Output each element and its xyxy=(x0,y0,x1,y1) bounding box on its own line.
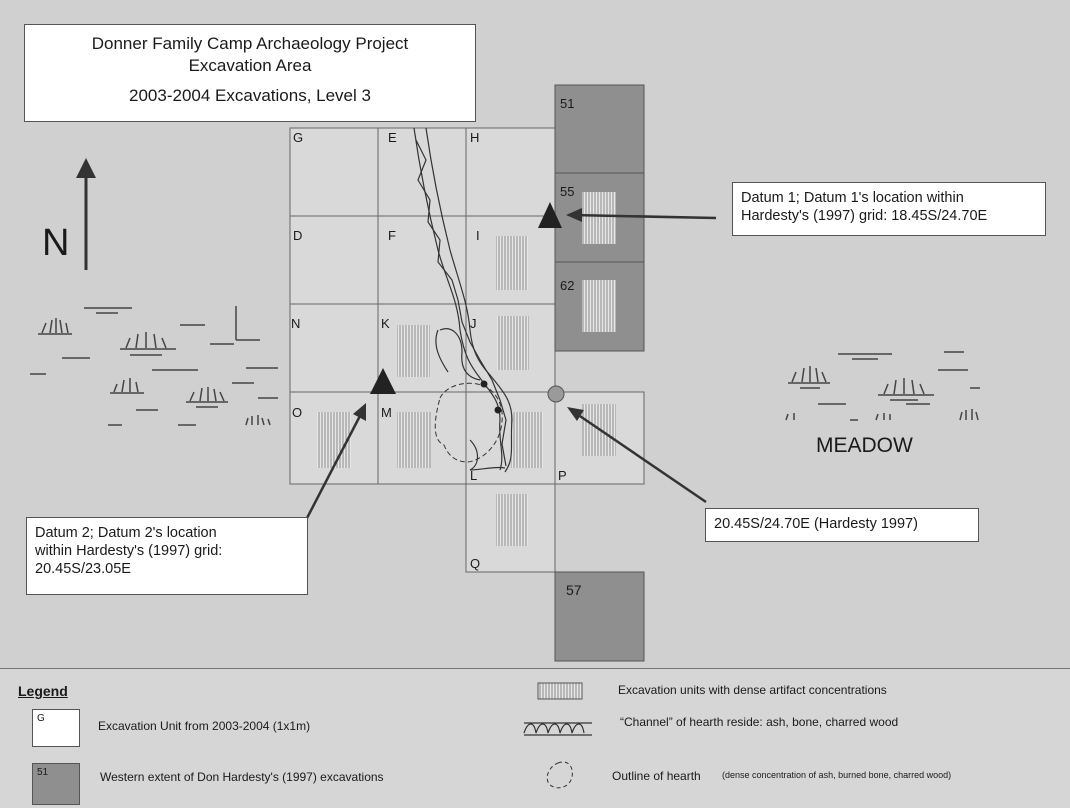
unit-label-h: H xyxy=(470,130,480,145)
unit-label-62: 62 xyxy=(560,278,575,293)
hardesty-units xyxy=(554,84,645,662)
reference-point-text: 20.45S/24.70E (Hardesty 1997) xyxy=(714,516,918,532)
unit-label-g: G xyxy=(293,130,304,145)
unit-label-o: O xyxy=(292,405,303,420)
legend-hearth-icon xyxy=(546,761,573,789)
title-line-2: Excavation Area xyxy=(188,56,312,75)
legend-channel-icon xyxy=(523,722,592,736)
unit-label-d: D xyxy=(293,228,303,243)
title-line-1: Donner Family Camp Archaeology Project xyxy=(91,34,409,53)
unit-label-55: 55 xyxy=(560,184,575,199)
legend-unit-2003-text: Excavation Unit from 2003-2004 (1x1m) xyxy=(98,719,311,733)
grass-tufts-east xyxy=(785,351,980,421)
unit-label-l: L xyxy=(470,468,478,483)
unit-label-j: J xyxy=(470,316,477,331)
legend-unit-1997-swatch: 51 xyxy=(32,763,80,805)
legend-unit-1997-text: Western extent of Don Hardesty's (1997) … xyxy=(100,770,384,784)
north-label: N xyxy=(42,222,70,264)
datum-1-line-2: Hardesty's (1997) grid: 18.45S/24.70E xyxy=(741,208,988,224)
unit-label-f: F xyxy=(388,228,396,243)
reference-point-marker xyxy=(547,385,565,403)
unit-label-k: K xyxy=(381,316,390,331)
datum-1-line-1: Datum 1; Datum 1's location within xyxy=(741,190,964,206)
legend-dense-swatch xyxy=(537,682,583,700)
legend-unit-1997-sample: 51 xyxy=(37,767,49,778)
legend-hearth-text: Outline of hearth xyxy=(612,769,701,783)
unit-label-m: M xyxy=(381,405,392,420)
unit-label-p: P xyxy=(558,468,567,483)
datum-2-line-2: within Hardesty's (1997) grid: xyxy=(35,543,223,559)
unit-label-e: E xyxy=(388,130,397,145)
legend-symbols xyxy=(523,682,592,789)
grass-tufts-west xyxy=(30,306,278,426)
title-box: Donner Family Camp Archaeology Project E… xyxy=(24,24,476,122)
hearth-channel xyxy=(413,127,513,473)
unit-label-i: I xyxy=(476,228,480,243)
legend-channel-text: “Channel” of hearth reside: ash, bone, c… xyxy=(620,715,899,729)
datum-2-line-3: 20.45S/23.05E xyxy=(35,561,131,577)
legend-hearth-note: (dense concentration of ash, burned bone… xyxy=(722,770,952,780)
reference-point-callout: 20.45S/24.70E (Hardesty 1997) xyxy=(705,508,979,542)
unit-label-57: 57 xyxy=(566,582,582,598)
legend-unit-2003-swatch: G xyxy=(32,709,80,747)
legend-dense-text: Excavation units with dense artifact con… xyxy=(618,683,887,697)
meadow-label: MEADOW xyxy=(816,434,913,457)
dense-concentrations xyxy=(317,192,616,546)
datum-2-marker xyxy=(370,368,396,394)
map-canvas xyxy=(30,84,980,662)
unit-57 xyxy=(554,571,645,662)
unit-label-q: Q xyxy=(470,556,481,571)
title-line-3: 2003-2004 Excavations, Level 3 xyxy=(129,86,371,105)
datum-1-marker xyxy=(538,202,562,228)
legend-unit-2003-sample: G xyxy=(37,713,45,724)
north-arrow-icon xyxy=(76,158,96,270)
legend-title: Legend xyxy=(18,683,68,699)
datum-1-callout: Datum 1; Datum 1's location within Harde… xyxy=(732,182,1046,236)
datum-2-callout: Datum 2; Datum 2's location within Harde… xyxy=(26,517,308,595)
unit-label-n: N xyxy=(291,316,301,331)
datum-2-line-1: Datum 2; Datum 2's location xyxy=(35,525,217,541)
unit-label-51: 51 xyxy=(560,96,575,111)
callout-arrows xyxy=(304,208,717,521)
legend: Legend G Excavation Unit from 2003-2004 … xyxy=(0,668,1070,808)
